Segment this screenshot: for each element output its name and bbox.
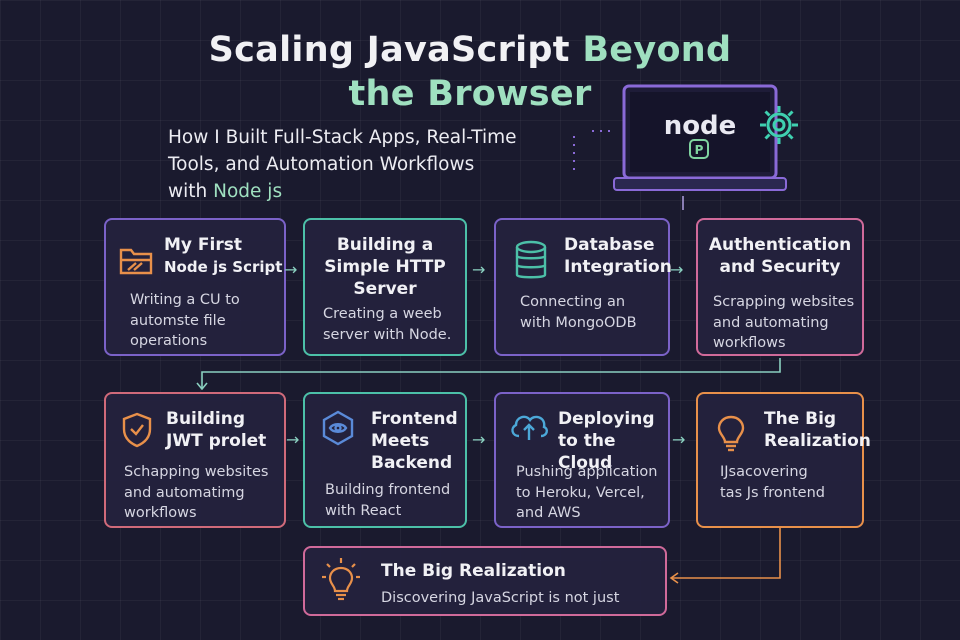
arrow-right-icon: → <box>472 260 486 279</box>
arrow-right-icon: → <box>472 430 486 449</box>
cloud-upload-icon <box>508 408 550 448</box>
arrow-right-icon: → <box>670 260 684 279</box>
final-desc: Discovering JavaScript is not just <box>381 590 620 606</box>
final-title: The Big Realization <box>381 561 566 581</box>
lightbulb-icon <box>716 414 746 456</box>
node-badge: P <box>695 143 704 157</box>
database-icon <box>514 240 548 286</box>
lightbulb-icon <box>321 556 361 612</box>
arrow-right-icon: → <box>286 430 300 449</box>
step-title-line: My First <box>164 235 242 255</box>
gear-icon <box>756 102 802 148</box>
laptop-node-logo: node P <box>610 84 810 204</box>
hexagon-eye-icon <box>321 410 355 450</box>
arrow-right-icon: → <box>672 430 686 449</box>
node-logo-text: node <box>664 111 737 141</box>
subtitle: How I Built Full-Stack Apps, Real-Time T… <box>168 127 517 202</box>
final-card: The Big Realization Discovering JavaScri… <box>303 546 667 616</box>
shield-check-icon <box>122 412 152 452</box>
step-title-line: Node js Script <box>164 258 283 276</box>
page-title: Scaling JavaScript Beyond the Browser <box>208 30 732 114</box>
folder-icon <box>118 242 154 282</box>
arrow-right-icon: → <box>284 260 298 279</box>
